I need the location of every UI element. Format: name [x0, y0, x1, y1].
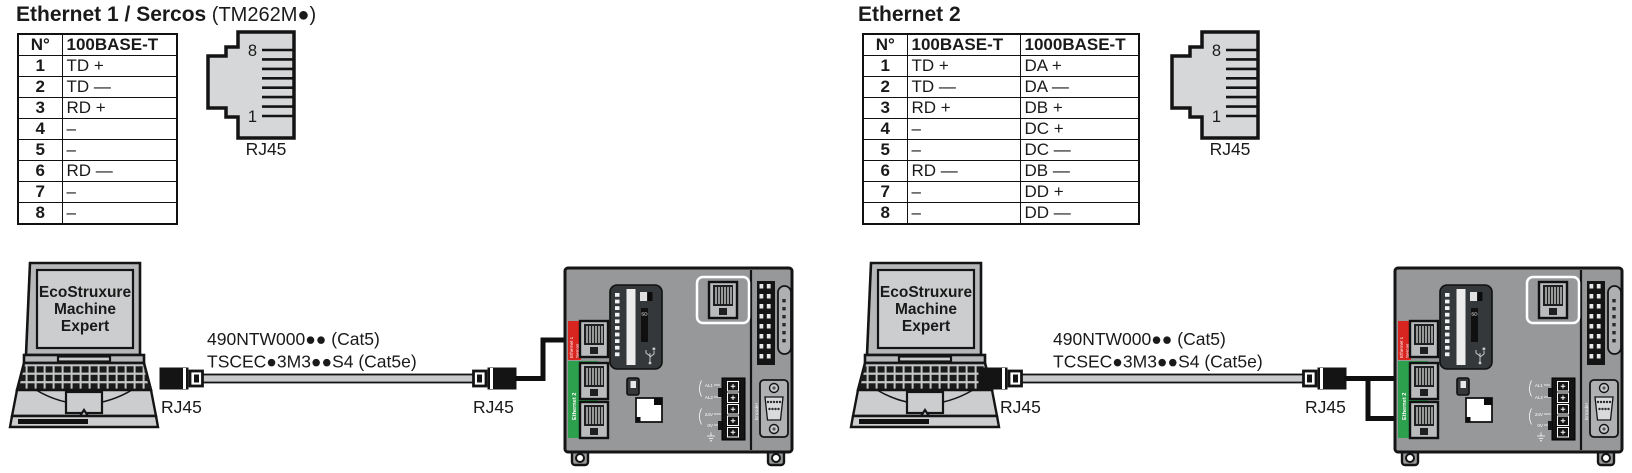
pin-number: 8: [862, 202, 908, 225]
ethernet1-rj45-jack: [206, 30, 296, 161]
cable-reference-1: 490NTW000●● (Cat5): [1053, 329, 1226, 349]
table-row: 5–: [17, 139, 178, 161]
pc-laptop: [8, 261, 160, 429]
pin-number: 2: [862, 76, 908, 98]
pin-signal: DA +: [1019, 55, 1140, 77]
pin-number: 6: [862, 160, 908, 182]
table-row: 4–: [17, 118, 178, 140]
plug-label: RJ45: [473, 397, 514, 417]
pin-number: 3: [862, 97, 908, 119]
pc-laptop: [849, 261, 1001, 429]
cable-reference-1: 490NTW000●● (Cat5): [207, 329, 380, 349]
column-header: 100BASE-T: [61, 33, 178, 56]
pin-signal: DB —: [1019, 160, 1140, 182]
cable-reference-2: TSCEC●3M3●●S4 (Cat5e): [207, 352, 417, 372]
pin-signal: RD —: [61, 160, 178, 182]
cable-reference-2: TCSEC●3M3●●S4 (Cat5e): [1053, 352, 1263, 372]
pin-number: 6: [17, 160, 63, 182]
pin-number: 7: [17, 181, 63, 203]
pin-signal: TD +: [906, 55, 1021, 77]
ethernet-cable: [202, 373, 475, 384]
table-row: 8–: [17, 202, 178, 225]
pin-signal: DC —: [1019, 139, 1140, 161]
pin-signal: DD +: [1019, 181, 1140, 203]
table-row: 5–DC —: [862, 139, 1140, 161]
pin-signal: –: [906, 118, 1021, 140]
ethernet1-wiring-diagram: RJ45 490NTW000●● (Cat5) TSCEC●3M3●●S4 (C…: [8, 261, 792, 465]
device-side-rj45-plug: [472, 366, 518, 391]
tm262-controller: [565, 268, 792, 465]
pin-signal: DB +: [1019, 97, 1140, 119]
pin-signal: –: [906, 181, 1021, 203]
ethernet2-wiring-diagram: RJ45 490NTW000●● (Cat5) TCSEC●3M3●●S4 (C…: [849, 261, 1622, 465]
ethernet2-title-bold: Ethernet 2: [858, 3, 961, 26]
ethernet-cable: [1021, 373, 1307, 384]
ethernet1-title: Ethernet 1 / Sercos (TM262M●): [16, 3, 316, 27]
column-header: N°: [17, 33, 63, 56]
table-row: 7–DD +: [862, 181, 1140, 203]
pin-signal: DA —: [1019, 76, 1140, 98]
pin-number: 5: [862, 139, 908, 161]
pin-number: 4: [17, 118, 63, 140]
tm262-controller: [1395, 268, 1622, 465]
column-header: N°: [862, 33, 908, 56]
pin-number: 1: [862, 55, 908, 77]
pin-number: 8: [17, 202, 63, 225]
plug-label: RJ45: [1305, 397, 1346, 417]
pin-number: 7: [862, 181, 908, 203]
pin-signal: RD —: [906, 160, 1021, 182]
pin-signal: –: [61, 139, 178, 161]
pin-signal: DC +: [1019, 118, 1140, 140]
pin-signal: –: [61, 118, 178, 140]
pin-number: 1: [17, 55, 63, 77]
table-row: 4–DC +: [862, 118, 1140, 140]
pin-signal: TD —: [906, 76, 1021, 98]
pin-signal: –: [61, 202, 178, 225]
ethernet1-title-suffix: (TM262M●): [206, 4, 317, 26]
pin-signal: –: [906, 202, 1021, 225]
pin-signal: DD —: [1019, 202, 1140, 225]
device-side-rj45-plug: [1302, 366, 1348, 391]
laptop-side-rj45-plug: [158, 366, 204, 391]
pin-signal: TD +: [61, 55, 178, 77]
pin-signal: RD +: [906, 97, 1021, 119]
ethernet1-title-bold: Ethernet 1 / Sercos: [16, 3, 207, 26]
laptop-side-rj45-plug: [977, 366, 1023, 391]
table-row: 8–DD —: [862, 202, 1140, 225]
pin-signal: –: [61, 181, 178, 203]
pin-signal: –: [906, 139, 1021, 161]
table-row: 7–: [17, 181, 178, 203]
pin-number: 3: [17, 97, 63, 119]
column-header: 100BASE-T: [906, 33, 1021, 56]
pin-number: 2: [17, 76, 63, 98]
plug-label: RJ45: [161, 397, 202, 417]
ethernet2-title: Ethernet 2: [858, 3, 961, 27]
ethernet2-rj45-jack: [1170, 30, 1260, 161]
pin-signal: RD +: [61, 97, 178, 119]
column-header: 1000BASE-T: [1019, 33, 1140, 56]
pin-number: 5: [17, 139, 63, 161]
pin-number: 4: [862, 118, 908, 140]
pin-signal: TD —: [61, 76, 178, 98]
plug-label: RJ45: [1000, 397, 1041, 417]
wiring-diagrams: RJ45 490NTW000●● (Cat5) TSCEC●3M3●●S4 (C…: [8, 261, 1632, 473]
